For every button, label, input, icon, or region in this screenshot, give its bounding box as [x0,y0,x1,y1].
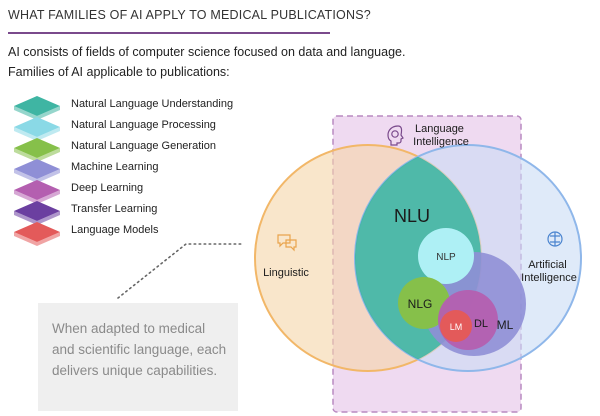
nlg-circle [398,277,450,329]
connector-dotted-line [117,243,243,299]
nlg-label: NLG [408,297,433,311]
legend-item-label: Natural Language Understanding [71,98,234,110]
language-intelligence-line-1: Language [415,123,464,135]
language-intelligence-line-2: Intelligence [413,136,469,148]
legend-diamond-face [14,138,60,158]
nlp-label: NLP [436,252,456,263]
note-text: When adapted to medical and scientific l… [52,321,227,378]
legend-diamond-stack [14,96,60,246]
linguistic-label: Linguistic [263,267,309,279]
language-intelligence-label: Language Intelligence [413,123,469,148]
lm-label: LM [450,322,463,332]
intro-text: AI consists of fields of computer scienc… [8,42,405,82]
legend-diamond-face [14,201,60,221]
brain-head-icon [387,125,404,146]
legend-diamond [14,180,60,204]
speech-bubbles-icon [277,234,297,252]
brain-circuit-icon [547,231,563,247]
ml-label: ML [497,318,514,332]
legend-item-label: Machine Learning [71,161,159,173]
legend-diamond [14,159,60,183]
intro-line-2: Families of AI applicable to publication… [8,65,230,79]
artificial-intelligence-line-1: Artificial [528,259,567,271]
legend-diamond-face [14,117,60,137]
title-underline [8,32,330,34]
nlp-circle [418,228,474,284]
page-title: WHAT FAMILIES OF AI APPLY TO MEDICAL PUB… [8,8,371,22]
dl-label: DL [474,318,488,330]
legend-item-label: Language Models [71,224,159,236]
note-box [38,303,238,411]
legend-diamond [14,138,60,162]
legend-diamond-face [14,222,60,242]
intro-line-1: AI consists of fields of computer scienc… [8,45,406,59]
legend-diamond-face [14,96,60,116]
legend-item-label: Natural Language Generation [71,140,216,152]
legend-diamond [14,222,60,246]
legend-diamond [14,96,60,120]
legend-item-label: Transfer Learning [71,203,158,215]
lm-circle [440,310,472,342]
legend-diamond-face [14,180,60,200]
nlu-label: NLU [394,206,430,226]
legend-diamond [14,201,60,225]
legend-item-label: Deep Learning [71,182,144,194]
artificial-intelligence-label: Artificial Intelligence [521,259,577,284]
legend-diamond-face [14,159,60,179]
artificial-intelligence-line-2: Intelligence [521,272,577,284]
legend-item-label: Natural Language Processing [71,119,216,131]
legend-diamond-edge [14,232,60,246]
legend-diamond [14,117,60,141]
